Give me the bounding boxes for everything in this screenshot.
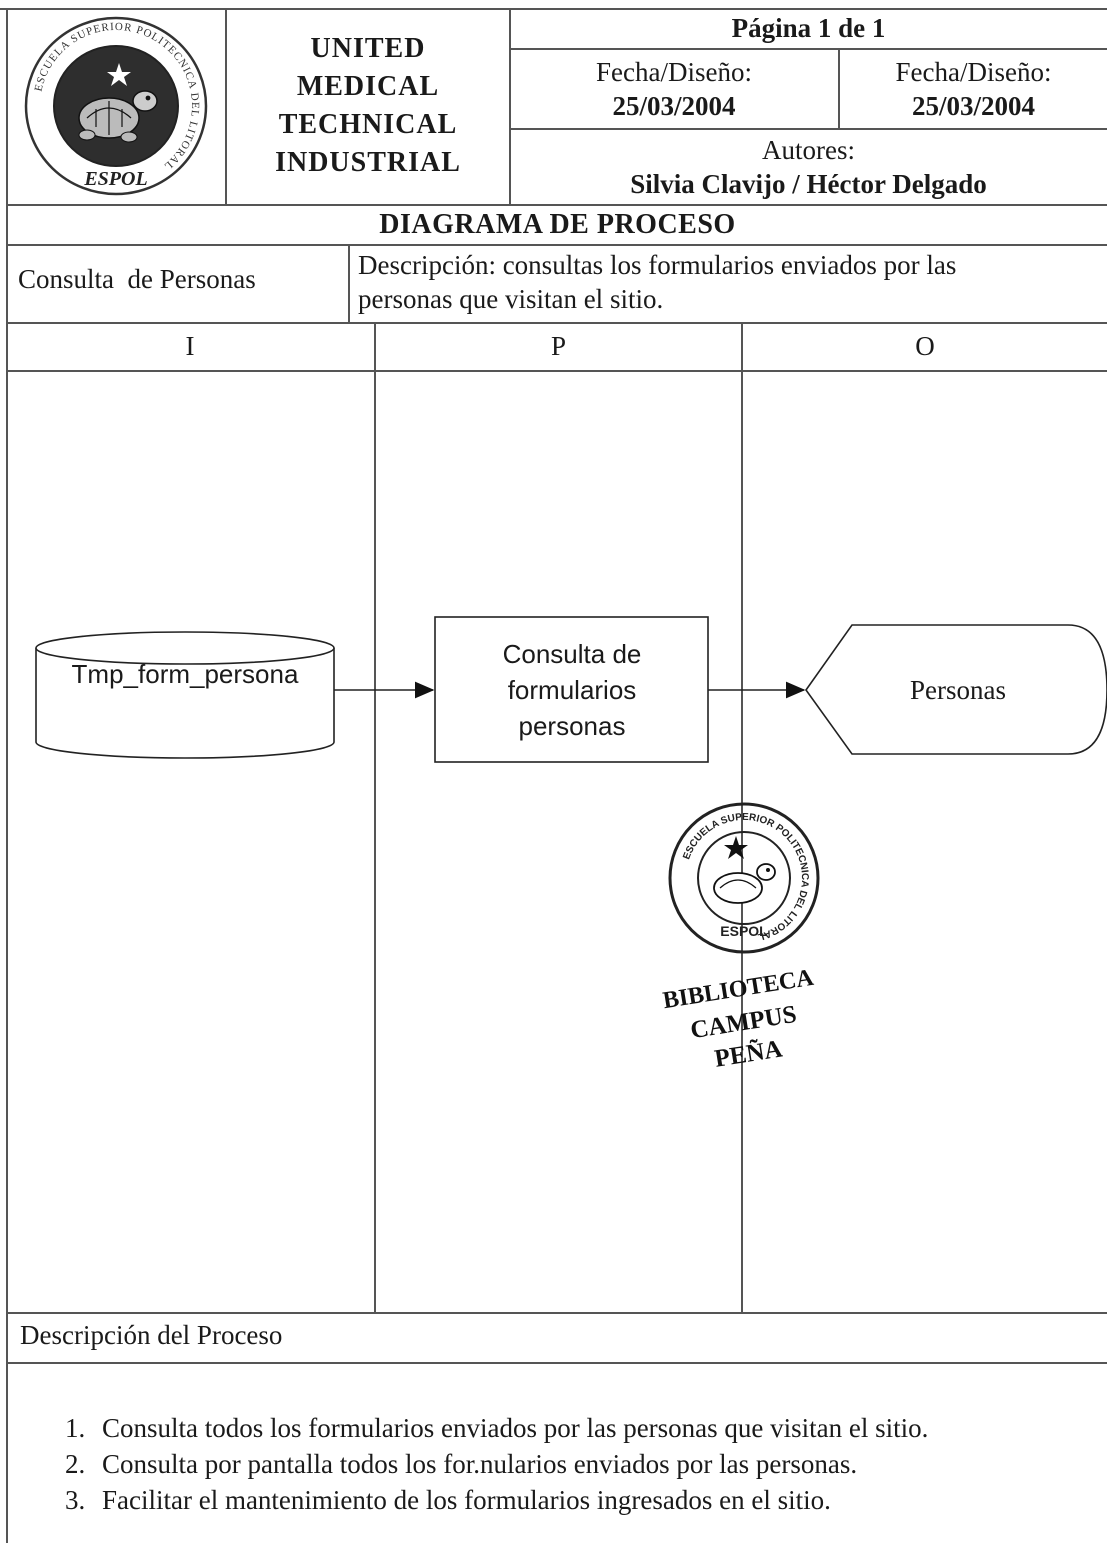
company-line-3: TECHNICAL: [278, 109, 458, 140]
process-steps-list: Consulta todos los formularios enviados …: [6, 1410, 1106, 1518]
company-line-1: UNITED: [310, 33, 426, 64]
title-bottom-border: [6, 244, 1107, 246]
process-box-line-1: Consulta de: [502, 638, 642, 669]
process-box-line-3: personas: [518, 710, 626, 741]
authors-block: Autores: Silvia Clavijo / Héctor Delgado: [510, 130, 1107, 204]
output-display-shape: [805, 624, 1107, 755]
library-stamp: ESCUELA SUPERIOR POLITECNICA DEL LITORAL…: [660, 796, 830, 1086]
svg-text:ESPOL: ESPOL: [720, 923, 768, 939]
output-display-label: Personas: [910, 674, 1006, 705]
lanes-bottom-border: [6, 1312, 1107, 1314]
process-steps: Consulta todos los formularios enviados …: [6, 1410, 1106, 1518]
process-box-line-2: formularios: [507, 674, 637, 705]
company-line-2: MEDICAL: [296, 71, 440, 102]
authors-names: Silvia Clavijo / Héctor Delgado: [630, 169, 987, 199]
column-header-input: I: [185, 331, 195, 361]
header-logo-divider: [225, 8, 227, 204]
process-box-label: Consulta de formularios personas: [437, 618, 707, 761]
header-company-divider: [509, 8, 511, 204]
columns-header-bottom: [6, 370, 1107, 372]
espol-turtle-seal-icon: ESCUELA SUPERIOR POLITECNICA DEL LITORAL…: [24, 16, 208, 196]
column-header-output: O: [915, 331, 935, 361]
espol-library-stamp-icon: ESCUELA SUPERIOR POLITECNICA DEL LITORAL…: [661, 802, 820, 1073]
header-bottom-border: [6, 204, 1107, 206]
espol-logo: ESCUELA SUPERIOR POLITECNICA DEL LITORAL…: [18, 12, 214, 200]
design-date-2: Fecha/Diseño: 25/03/2004: [840, 52, 1107, 126]
header-dates-bottom: [509, 128, 1107, 130]
process-description-title: Descripción del Proceso: [20, 1320, 283, 1350]
header-dates-divider: [838, 48, 840, 128]
lane-divider-ip: [374, 322, 376, 1312]
lane-divider-po: [741, 322, 743, 1312]
process-name: Consulta de Personas: [18, 264, 256, 294]
process-description: Descripción: consultas los formularios e…: [358, 248, 1103, 316]
process-step: Consulta todos los formularios enviados …: [92, 1410, 1106, 1446]
design-date-1-value: 25/03/2004: [612, 91, 736, 121]
process-step: Consulta por pantalla todos los for.nula…: [92, 1446, 1106, 1482]
header-top-border: [0, 8, 1107, 10]
svg-text:ESPOL: ESPOL: [83, 168, 147, 190]
company-line-4: INDUSTRIAL: [275, 147, 461, 178]
input-database-label: Tmp_form_persona: [71, 658, 299, 689]
process-description-line-1: Descripción: consultas los formularios e…: [358, 250, 957, 280]
header-left-border: [6, 8, 8, 1543]
design-date-2-label: Fecha/Diseño:: [895, 57, 1052, 87]
process-description-line-2: personas que visitan el sitio.: [358, 284, 664, 314]
column-header-process: P: [550, 331, 567, 361]
design-date-1: Fecha/Diseño: 25/03/2004: [510, 52, 838, 126]
authors-label: Autores:: [762, 135, 855, 165]
svg-text:PEÑA: PEÑA: [713, 1035, 785, 1073]
process-row-bottom: [6, 322, 1107, 324]
design-date-1-label: Fecha/Diseño:: [596, 57, 752, 87]
page-number: Página 1 de 1: [731, 13, 886, 43]
diagram-title: DIAGRAMA DE PROCESO: [379, 208, 736, 240]
company-name: UNITED MEDICAL TECHNICAL INDUSTRIAL: [228, 30, 508, 182]
input-database-shape: [35, 631, 335, 759]
process-step: Facilitar el mantenimiento de los formul…: [92, 1482, 1106, 1518]
process-name-divider: [348, 244, 350, 322]
process-diagram: [35, 616, 1107, 763]
design-date-2-value: 25/03/2004: [911, 91, 1035, 121]
header-page-divider: [509, 48, 1107, 50]
footer-title-bottom: [6, 1362, 1107, 1364]
